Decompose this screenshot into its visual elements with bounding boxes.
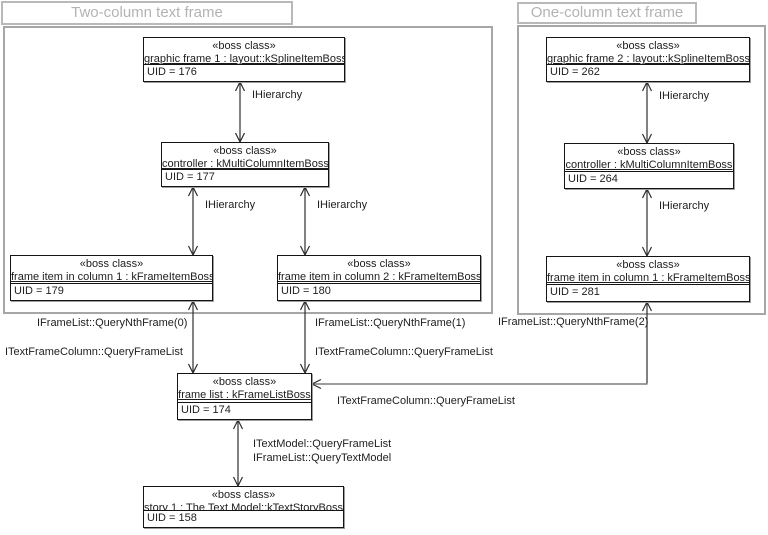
class-box-frame-item-one-col: «boss class» frame item in column 1 : kF… xyxy=(546,256,750,302)
class-box-story-1: «boss class» story 1 : The Text Model::k… xyxy=(143,486,344,528)
stereotype-label: «boss class» xyxy=(211,489,276,501)
class-name: frame item in column 1 : kFrameItemBoss xyxy=(547,272,749,284)
class-name: frame item in column 1 : kFrameItemBoss xyxy=(11,271,212,283)
stereotype-label: «boss class» xyxy=(212,40,276,52)
query-frame-list-label-right: ITextFrameColumn::QueryFrameList xyxy=(337,395,515,407)
class-name: frame list : kFrameListBoss xyxy=(178,389,311,401)
stereotype-label: «boss class» xyxy=(213,145,277,157)
class-name: story 1 : The Text Model::kTextStoryBoss xyxy=(144,502,343,511)
hierarchy-label-1: IHierarchy xyxy=(252,89,303,101)
class-box-controller-one-col: «boss class» controller : kMultiColumnIt… xyxy=(564,143,734,189)
class-name: graphic frame 1 : layout::kSplineItemBos… xyxy=(144,53,344,65)
query-nth-frame-0-label: IFrameList::QueryNthFrame(0) xyxy=(37,317,188,329)
uid-value: UID = 158 xyxy=(147,512,197,524)
two-column-frame-title: Two-column text frame xyxy=(1,1,293,25)
stereotype-label: «boss class» xyxy=(616,40,680,52)
class-name: controller : kMultiColumnItemBoss xyxy=(162,158,328,170)
text-model-query-frame-list-label: ITextModel::QueryFrameList xyxy=(253,438,392,450)
uid-value: UID = 176 xyxy=(147,66,197,78)
class-name: controller : kMultiColumnItemBoss xyxy=(565,159,733,171)
stereotype-label: «boss class» xyxy=(616,259,680,271)
hierarchy-label-2: IHierarchy xyxy=(205,199,256,211)
uid-value: UID = 281 xyxy=(550,286,600,298)
uid-value: UID = 262 xyxy=(550,66,600,78)
stereotype-label: «boss class» xyxy=(347,258,411,270)
class-name: graphic frame 2 : layout::kSplineItemBos… xyxy=(547,53,749,65)
class-box-frame-item-col2: «boss class» frame item in column 2 : kF… xyxy=(277,255,481,301)
one-column-frame-title: One-column text frame xyxy=(517,2,697,24)
stereotype-label: «boss class» xyxy=(79,258,144,270)
uid-value: UID = 177 xyxy=(165,171,215,183)
query-nth-frame-1-label: IFrameList::QueryNthFrame(1) xyxy=(315,317,466,329)
query-connector-framelist-story xyxy=(232,418,244,488)
query-frame-list-label-mid: ITextFrameColumn::QueryFrameList xyxy=(315,346,493,358)
uid-value: UID = 264 xyxy=(568,173,618,185)
class-box-frame-item-col1: «boss class» frame item in column 1 : kF… xyxy=(10,255,213,301)
query-nth-frame-2-label: IFrameList::QueryNthFrame(2) xyxy=(498,316,649,328)
query-frame-list-label-left: ITextFrameColumn::QueryFrameList xyxy=(5,346,183,358)
hierarchy-label-4: IHierarchy xyxy=(659,90,710,102)
uid-value: UID = 180 xyxy=(281,285,331,297)
stereotype-label: «boss class» xyxy=(212,376,277,388)
class-box-graphic-frame-2: «boss class» graphic frame 2 : layout::k… xyxy=(546,37,750,82)
class-name: frame item in column 2 : kFrameItemBoss xyxy=(278,271,480,283)
frame-list-query-text-model-label: IFrameList::QueryTextModel xyxy=(253,452,392,464)
uid-value: UID = 179 xyxy=(14,285,64,297)
class-box-controller-two-col: «boss class» controller : kMultiColumnIt… xyxy=(161,142,329,187)
hierarchy-label-3: IHierarchy xyxy=(317,199,368,211)
class-box-frame-list: «boss class» frame list : kFrameListBoss… xyxy=(177,373,312,420)
class-box-graphic-frame-1: «boss class» graphic frame 1 : layout::k… xyxy=(143,37,345,82)
stereotype-label: «boss class» xyxy=(617,146,681,158)
hierarchy-label-5: IHierarchy xyxy=(659,200,710,212)
uid-value: UID = 174 xyxy=(181,404,231,416)
